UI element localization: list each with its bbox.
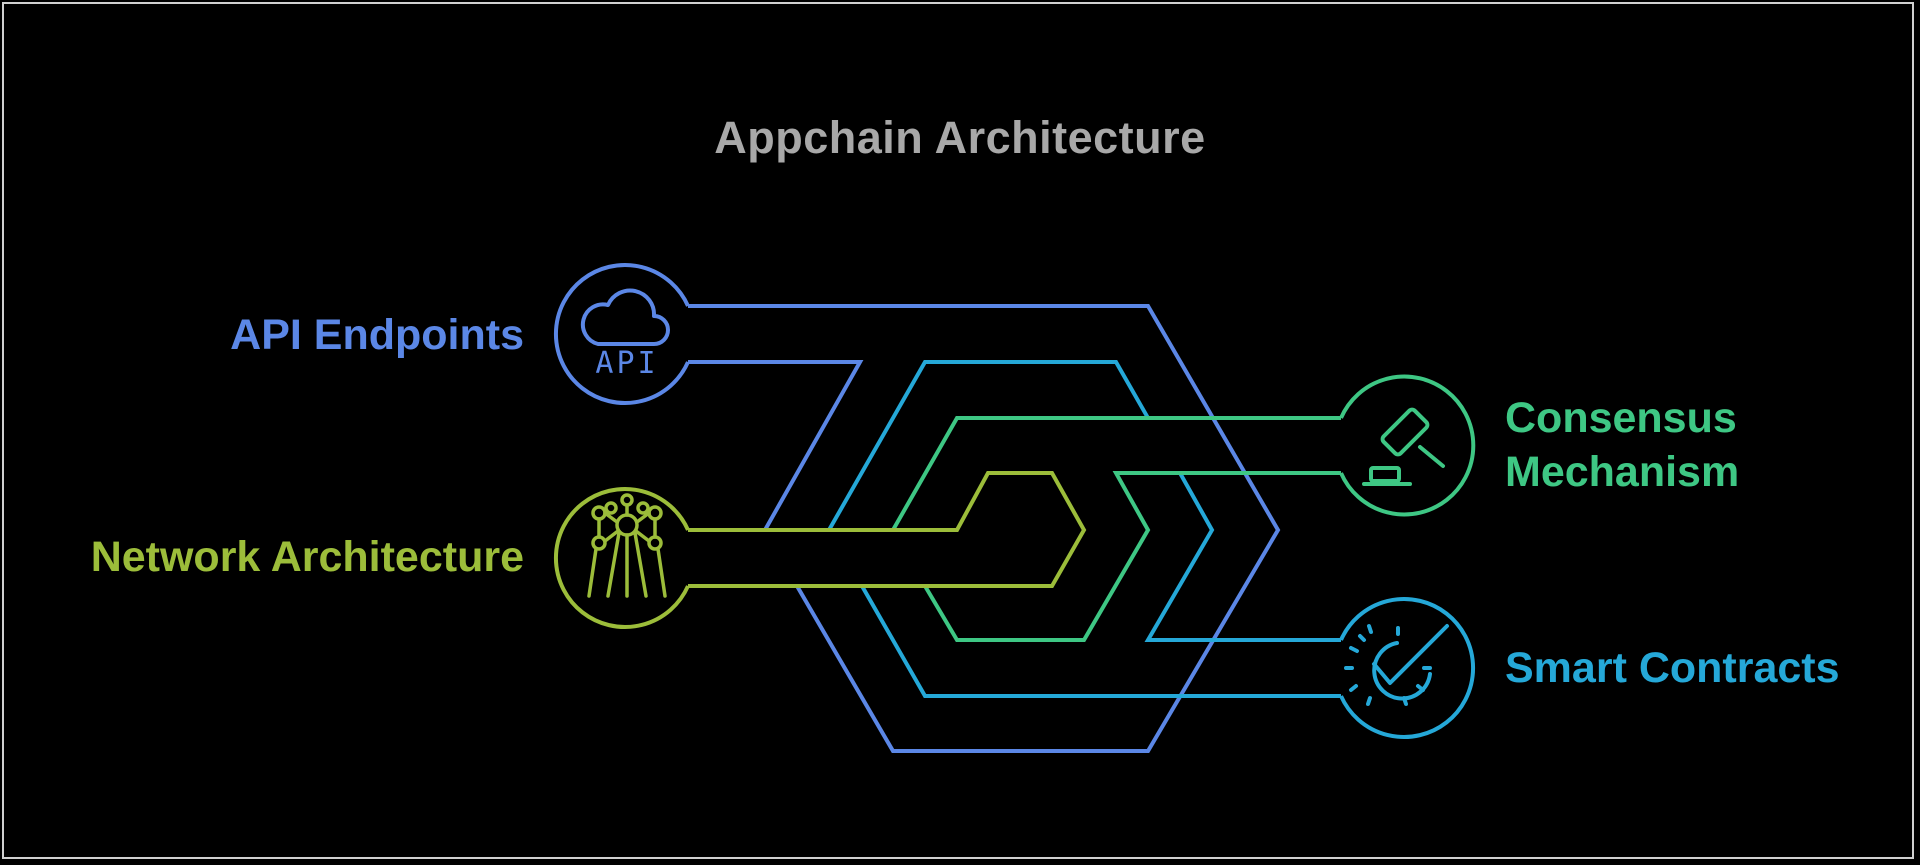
- label-network-architecture: Network Architecture: [90, 533, 524, 581]
- path-api-inner: [688, 360, 864, 531]
- path-consensus-outer: [891, 416, 1341, 531]
- label-api-endpoints: API Endpoints: [230, 311, 524, 359]
- path-smart-contracts: [827, 360, 1475, 739]
- path-network: [554, 471, 1087, 629]
- gear-check-icon: [1344, 624, 1449, 706]
- ring-consensus: [1339, 374, 1476, 517]
- icon-api-text: API: [595, 346, 658, 381]
- label-consensus-line2: Mechanism: [1505, 448, 1740, 496]
- label-consensus-mechanism: Consensus Mechanism: [1505, 391, 1739, 499]
- diagram-title: Appchain Architecture: [714, 112, 1206, 163]
- label-smart-contracts: Smart Contracts: [1505, 644, 1840, 692]
- gavel-icon: [1362, 407, 1445, 486]
- cloud-api-icon: API: [580, 288, 670, 381]
- label-consensus-line1: Consensus: [1505, 394, 1737, 442]
- path-smart-outer: [860, 585, 1341, 698]
- ring-smart: [1339, 597, 1475, 739]
- atomium-network-icon: [587, 493, 667, 598]
- path-consensus: [891, 374, 1476, 642]
- ring-network: [554, 487, 690, 629]
- path-smart-chevron: [1144, 472, 1341, 642]
- path-smart-inner-top: [827, 360, 1150, 531]
- ring-api: [554, 263, 690, 405]
- path-consensus-lower: [923, 471, 1341, 642]
- path-network-main: [688, 471, 1087, 588]
